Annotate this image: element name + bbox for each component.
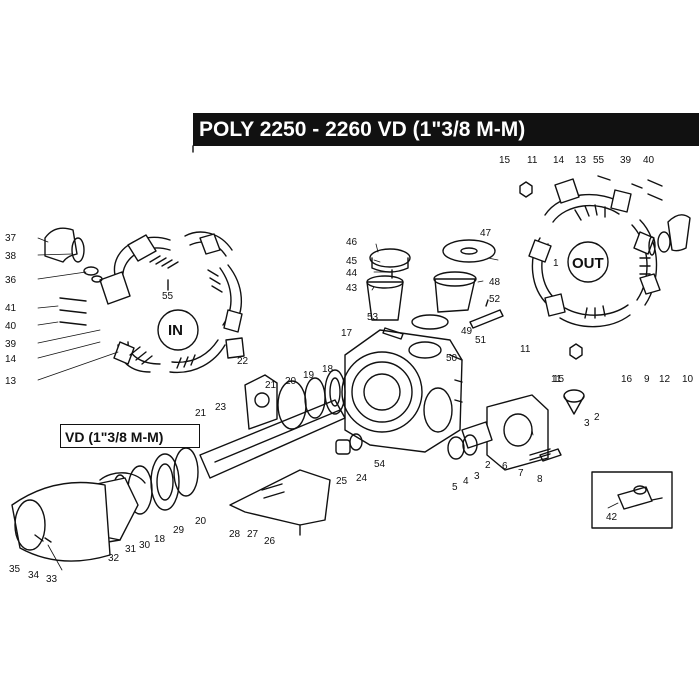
in-label-ring [157, 309, 199, 351]
callout-12: 12 [659, 374, 671, 385]
callout-6: 6 [502, 461, 508, 472]
callout-36: 36 [5, 275, 17, 286]
callout-32: 32 [108, 553, 120, 564]
in-label: IN [168, 322, 183, 339]
callout-48: 48 [489, 277, 501, 288]
callout-47: 47 [480, 228, 492, 239]
callout-20a: 20 [285, 376, 297, 387]
callout-38: 38 [5, 251, 17, 262]
callout-28: 28 [229, 529, 241, 540]
callout-46: 46 [346, 237, 358, 248]
callout-9: 9 [644, 374, 650, 385]
callout-43: 43 [346, 283, 358, 294]
callout-55b: 55 [162, 291, 174, 302]
callout-20b: 20 [195, 516, 207, 527]
callout-19: 19 [303, 370, 315, 381]
pump-body-drawing [335, 239, 585, 471]
callout-37: 37 [5, 233, 17, 244]
callout-14a: 14 [553, 155, 565, 166]
callout-41: 41 [5, 303, 17, 314]
callout-13b: 13 [5, 376, 17, 387]
in-manifold-drawing [44, 227, 245, 374]
callout-13a: 13 [575, 155, 587, 166]
callout-1: 1 [553, 258, 559, 269]
accessory-inset [591, 471, 673, 529]
callout-11c: 11 [551, 374, 562, 385]
callout-22: 22 [237, 356, 249, 367]
callout-53: 53 [367, 312, 379, 323]
callout-5: 5 [452, 482, 458, 493]
leader-lines [37, 237, 619, 571]
part-callouts: 1 1 2 2 3 3 4 5 6 7 8 9 10 11 11 11 12 1… [5, 155, 694, 585]
callout-21a: 21 [265, 380, 277, 391]
callout-45: 45 [346, 256, 358, 267]
callout-34: 34 [28, 570, 40, 581]
drive-shaft-drawing [11, 369, 346, 562]
callout-25: 25 [336, 476, 348, 487]
callout-3a: 3 [584, 418, 590, 429]
callout-2a: 2 [594, 412, 600, 423]
callout-21b: 21 [195, 408, 207, 419]
callout-7: 7 [518, 468, 524, 479]
callout-16: 16 [621, 374, 633, 385]
callout-11b: 11 [520, 344, 531, 355]
callout-40b: 40 [5, 321, 17, 332]
callout-40a: 40 [643, 155, 655, 166]
callout-11a: 11 [527, 155, 538, 166]
callout-35: 35 [9, 564, 21, 575]
callout-44: 44 [346, 268, 358, 279]
callout-2b: 2 [485, 460, 491, 471]
callout-39b: 39 [5, 339, 17, 350]
callout-23: 23 [215, 402, 227, 413]
callout-18a: 18 [322, 364, 334, 375]
callout-49: 49 [461, 326, 473, 337]
callout-26: 26 [264, 536, 276, 547]
callout-8: 8 [537, 474, 543, 485]
callout-24: 24 [356, 473, 368, 484]
diagram-title: POLY 2250 - 2260 VD (1"3/8 M-M) [193, 113, 699, 146]
callout-39a: 39 [620, 155, 632, 166]
callout-18b: 18 [154, 534, 166, 545]
callout-10: 10 [682, 374, 694, 385]
variant-label: VD (1"3/8 M-M) [60, 424, 200, 448]
out-manifold-drawing [519, 175, 691, 360]
callout-33: 33 [46, 574, 58, 585]
callout-29: 29 [173, 525, 185, 536]
callout-17: 17 [341, 328, 353, 339]
callout-55a: 55 [593, 155, 605, 166]
callout-50: 50 [446, 353, 458, 364]
out-label-ring [567, 241, 609, 283]
out-label: OUT [572, 255, 604, 272]
callout-15b: 15 [553, 374, 565, 385]
callout-51: 51 [475, 335, 487, 346]
callout-42: 42 [606, 512, 618, 523]
callout-31: 31 [125, 544, 137, 555]
callout-54: 54 [374, 459, 386, 470]
callout-14b: 14 [5, 354, 17, 365]
callout-52: 52 [489, 294, 501, 305]
callout-3b: 3 [474, 471, 480, 482]
callout-30: 30 [139, 540, 151, 551]
callout-4: 4 [463, 476, 469, 487]
callout-27: 27 [247, 529, 259, 540]
callout-15a: 15 [499, 155, 511, 166]
